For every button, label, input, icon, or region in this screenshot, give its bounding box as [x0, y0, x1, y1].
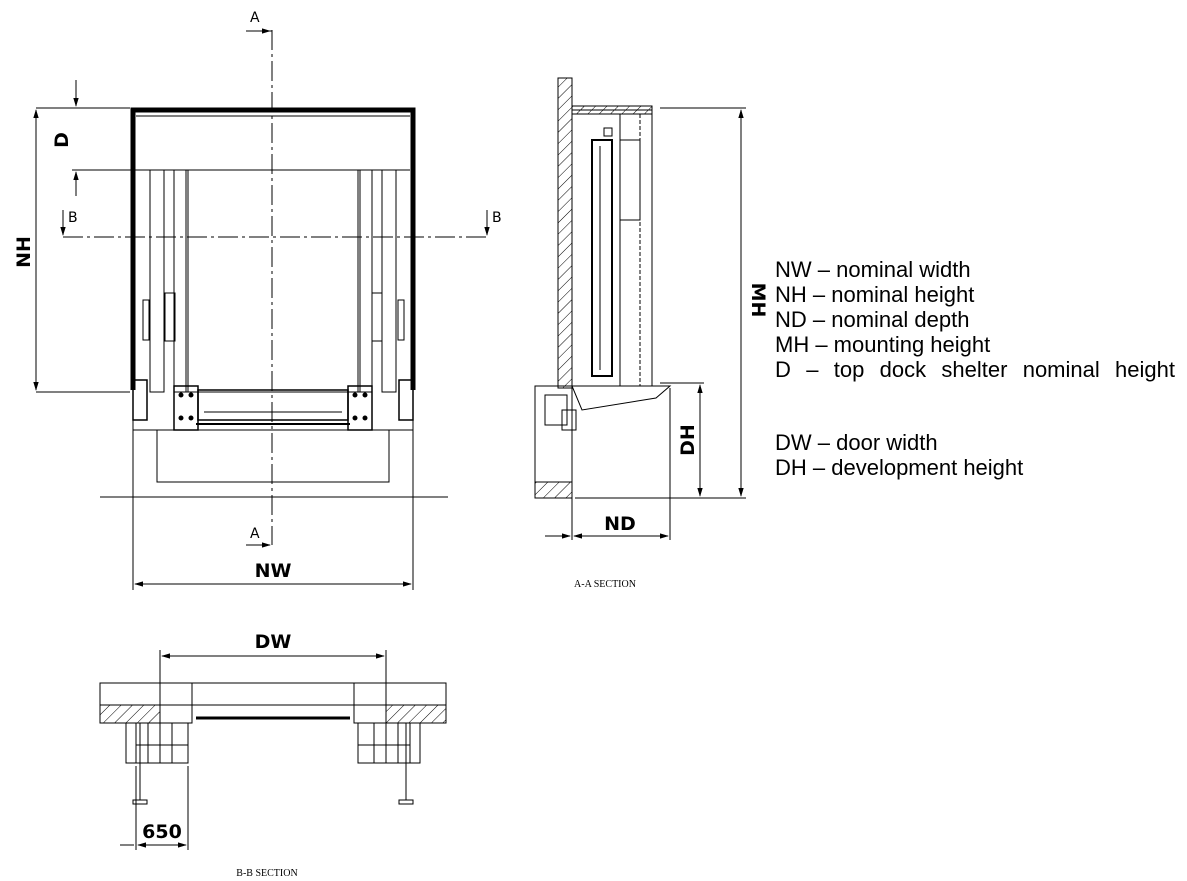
- dim-label-650: 650: [142, 821, 182, 843]
- section-aa-caption: A-A SECTION: [574, 579, 636, 590]
- dim-label-nd: ND: [604, 513, 636, 535]
- section-bb-caption: B-B SECTION: [236, 868, 297, 879]
- section-mark-a-top: A: [250, 10, 260, 26]
- legend-item-nh: NH – nominal height: [775, 282, 975, 307]
- legend: NW – nominal width NH – nominal height N…: [775, 257, 1175, 480]
- legend-item-nd: ND – nominal depth: [775, 307, 970, 332]
- dim-label-dw: DW: [255, 631, 292, 653]
- dim-label-mh: MH: [747, 283, 769, 318]
- legend-item-d: D – top dock shelter nominal height: [775, 357, 1175, 382]
- front-view: [33, 28, 490, 590]
- section-mark-b-right: B: [492, 210, 502, 226]
- section-bb-view: [99, 650, 447, 850]
- legend-item-dw: DW – door width: [775, 430, 938, 455]
- dim-label-dh: DH: [677, 424, 699, 456]
- section-mark-b-left: B: [68, 210, 78, 226]
- legend-item-mh: MH – mounting height: [775, 332, 991, 357]
- dim-label-nh: NH: [13, 236, 35, 268]
- shelter-frame: [130, 107, 416, 390]
- dim-label-d: D: [51, 132, 73, 148]
- legend-item-nw: NW – nominal width: [775, 257, 971, 282]
- dim-label-nw: NW: [255, 560, 292, 582]
- section-mark-a-bottom: A: [250, 526, 260, 542]
- legend-item-dh: DH – development height: [775, 455, 1024, 480]
- legend-spacer: [775, 382, 1175, 430]
- section-aa-view: [534, 77, 746, 540]
